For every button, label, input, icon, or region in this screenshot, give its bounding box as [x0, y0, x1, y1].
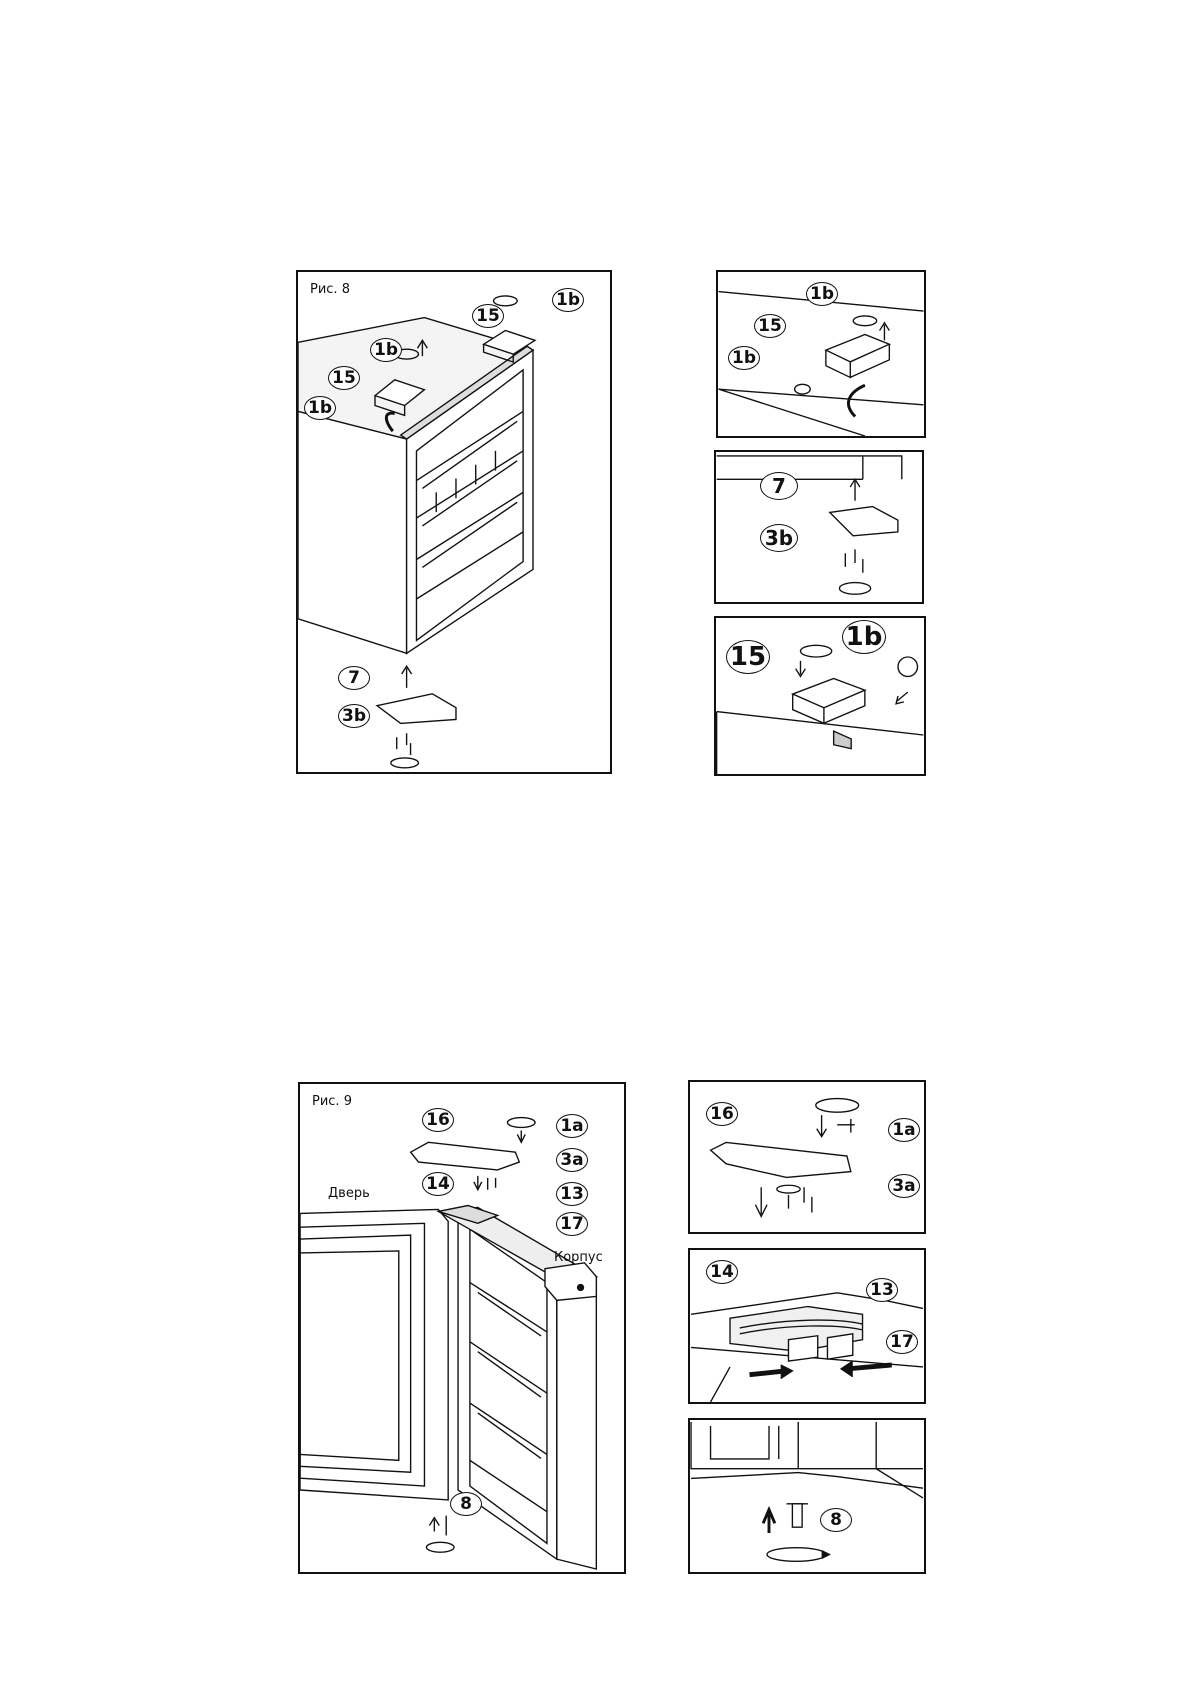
- figure8-callout-1b-left: 1b: [304, 396, 336, 420]
- figure8-detail-top-callout-1b-b: 1b: [728, 346, 760, 370]
- figure9-callout-16: 16: [422, 1108, 454, 1132]
- figure8-callout-3b: 3b: [338, 704, 370, 728]
- figure9-body-label: Корпус: [554, 1250, 603, 1265]
- figure9-detail-top-callout-16: 16: [706, 1102, 738, 1126]
- figure9-detail-bot-callout-8: 8: [820, 1508, 852, 1532]
- figure9-detail-top-panel: 16 1a 3a: [688, 1080, 926, 1234]
- figure9-detail-top-drawing: [709, 1097, 860, 1218]
- figure9-detail-top-callout-3a: 3a: [888, 1174, 920, 1198]
- figure8-cabinet-drawing: [298, 295, 537, 769]
- figure9-callout-14: 14: [422, 1172, 454, 1196]
- figure8-callout-15-right: 15: [472, 304, 504, 328]
- figure9-detail-mid-drawing: [690, 1292, 924, 1402]
- figure9-detail-bot-panel: 8: [688, 1418, 926, 1574]
- figure9-detail-mid-callout-14: 14: [706, 1260, 738, 1284]
- figure8-detail-mid-panel: 7 3b: [714, 450, 924, 604]
- figure9-door-label: Дверь: [328, 1186, 370, 1201]
- figure8-callout-7: 7: [338, 666, 370, 690]
- figure9-detail-top-callout-1a: 1a: [888, 1118, 920, 1142]
- figure8-detail-bot-callout-15: 15: [726, 640, 770, 674]
- figure8-detail-top-callout-15: 15: [754, 314, 786, 338]
- figure8-detail-top-callout-1b-a: 1b: [806, 282, 838, 306]
- figure8-detail-mid-callout-3b: 3b: [760, 524, 798, 552]
- figure9-detail-bot-drawing: [690, 1421, 924, 1562]
- figure9-detail-mid-callout-17: 17: [886, 1330, 918, 1354]
- figure8-title: Рис. 8: [310, 282, 350, 297]
- figure8-detail-top-panel: 1b 15 1b: [716, 270, 926, 438]
- figure8-detail-bot-panel: 15 1b: [714, 616, 926, 776]
- figure9-main-panel: Рис. 9 Дверь Корпус 16 1a 3a 14 13 17 8: [298, 1082, 626, 1574]
- figure9-callout-13: 13: [556, 1182, 588, 1206]
- figure9-detail-mid-panel: 14 13 17: [688, 1248, 926, 1404]
- figure8-detail-mid-callout-7: 7: [760, 472, 798, 500]
- figure9-title: Рис. 9: [312, 1094, 352, 1109]
- figure8-detail-bot-callout-1b: 1b: [842, 620, 886, 654]
- figure8-detail-bot-drawing: [716, 644, 924, 774]
- figure9-cabinet-drawing: [300, 1116, 599, 1570]
- figure9-callout-1a: 1a: [556, 1114, 588, 1138]
- figure9-callout-17: 17: [556, 1212, 588, 1236]
- figure9-callout-3a: 3a: [556, 1148, 588, 1172]
- figure8-main-panel: Рис. 8 15 1b 1b 15 1b 7 3b: [296, 270, 612, 774]
- figure8-detail-mid-drawing: [716, 455, 903, 595]
- figure8-detail-top-drawing: [718, 290, 924, 436]
- figure9-detail-mid-callout-13: 13: [866, 1278, 898, 1302]
- figure8-callout-1b-right: 1b: [552, 288, 584, 312]
- figure8-callout-1b-top: 1b: [370, 338, 402, 362]
- figure9-callout-8: 8: [450, 1492, 482, 1516]
- figure8-callout-15-left: 15: [328, 366, 360, 390]
